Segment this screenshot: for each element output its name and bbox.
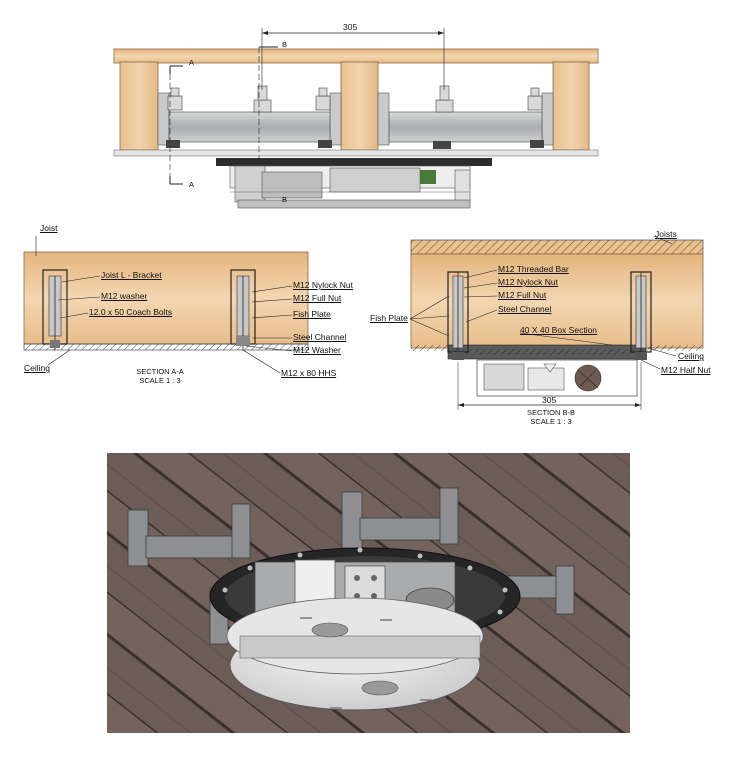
- mounting-plate: [216, 158, 492, 166]
- label-m12-washer-top: M12 washer: [101, 291, 148, 301]
- label-bb-full-nut: M12 Full Nut: [498, 290, 547, 300]
- label-half-nut: M12 Half Nut: [661, 365, 711, 375]
- label-bb-fish-plate: Fish Plate: [370, 313, 408, 323]
- wood-block-right: [552, 61, 590, 151]
- steel-channel-left: [168, 111, 331, 143]
- render-3d: [107, 453, 630, 733]
- ceiling-line-top: [113, 149, 599, 157]
- top-dimension-label: 305: [343, 22, 358, 32]
- joist-section-aa: [23, 251, 309, 345]
- section-mark-a-bottom: A: [189, 180, 195, 189]
- caption-aa-title: SECTION A-A: [136, 367, 184, 376]
- section-mark-a-top: A: [189, 58, 195, 67]
- label-hhs: M12 x 80 HHS: [281, 368, 337, 378]
- label-aa-fish-plate: Fish Plate: [293, 309, 331, 319]
- wood-block-center: [340, 61, 379, 151]
- ceiling-aa: [23, 343, 309, 351]
- section-mark-b-top: B: [282, 40, 288, 49]
- label-joist: Joist: [40, 223, 58, 233]
- caption-bb-scale: SCALE 1 : 3: [530, 416, 572, 426]
- caption-aa-scale: SCALE 1 : 3: [139, 375, 181, 385]
- label-joists: Joists: [655, 229, 677, 239]
- caption-section-bb: SECTION B-B SCALE 1 : 3: [511, 408, 591, 426]
- section-aa: [23, 236, 309, 374]
- section-mark-b-bottom: B: [282, 195, 288, 204]
- label-bb-nylock-nut: M12 Nylock Nut: [498, 277, 558, 287]
- label-l-bracket: Joist L - Bracket: [101, 270, 162, 280]
- caption-section-aa: SECTION A-A SCALE 1 : 3: [120, 367, 200, 385]
- top-view: [113, 28, 599, 209]
- bb-dimension-label: 305: [542, 395, 557, 405]
- steel-channel-right: [388, 111, 543, 143]
- label-box-section: 40 X 40 Box Section: [520, 325, 598, 335]
- label-aa-ceiling: Ceiling: [24, 363, 50, 373]
- section-bb: [409, 235, 704, 410]
- label-bb-ceiling: Ceiling: [678, 351, 704, 361]
- label-aa-nylock-nut: M12 Nylock Nut: [293, 280, 353, 290]
- wood-block-left: [119, 61, 159, 151]
- joist-hatch-bb: [410, 239, 704, 255]
- label-aa-m12-washer: M12 Washer: [293, 345, 341, 355]
- label-threaded-bar: M12 Threaded Bar: [498, 264, 569, 274]
- label-aa-steel-channel: Steel Channel: [293, 332, 347, 342]
- label-coach-bolts: 12.0 x 50 Coach Bolts: [89, 307, 173, 317]
- label-aa-full-nut: M12 Full Nut: [293, 293, 342, 303]
- label-bb-steel-channel: Steel Channel: [498, 304, 552, 314]
- caption-bb-title: SECTION B-B: [527, 408, 575, 417]
- top-joist-board: [113, 48, 599, 64]
